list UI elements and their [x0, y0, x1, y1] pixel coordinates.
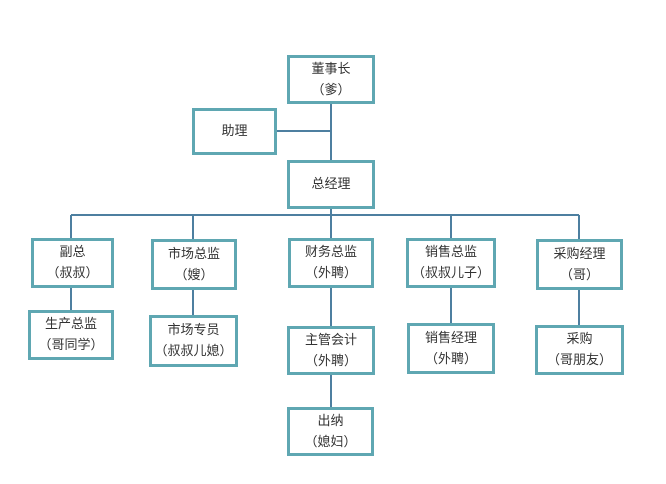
node-purchaser-title: 采购	[566, 332, 593, 347]
node-marketing-specialist-title: 市场专员	[167, 323, 220, 338]
node-purchasing-manager: 采购经理 （哥）	[536, 239, 623, 290]
node-general-manager-title: 总经理	[311, 177, 351, 192]
node-marketing-director-title: 市场总监	[167, 246, 220, 262]
node-deputy-note: （叔叔）	[46, 266, 99, 281]
node-chairman-title: 董事长	[311, 61, 351, 77]
node-production-director: 生产总监 （哥同学）	[28, 310, 114, 360]
node-chief-accountant: 主管会计 （外聘）	[287, 326, 375, 375]
node-purchasing-manager-title: 采购经理	[553, 246, 606, 262]
node-marketing-director: 市场总监 （嫂）	[151, 239, 237, 290]
node-cashier: 出纳 （媳妇）	[287, 407, 374, 456]
node-finance-director: 财务总监 （外聘）	[288, 238, 374, 288]
node-purchaser-note: （哥朋友）	[546, 353, 612, 368]
node-production-director-note: （哥同学）	[38, 338, 104, 353]
node-marketing-specialist-note: （叔叔儿媳）	[154, 344, 233, 359]
node-marketing-director-note: （嫂）	[174, 267, 214, 283]
node-sales-director: 销售总监 （叔叔儿子）	[406, 238, 496, 288]
node-chief-accountant-note: （外聘）	[304, 353, 357, 369]
node-cashier-title: 出纳	[317, 413, 344, 429]
node-finance-director-note: （外聘）	[304, 266, 357, 281]
node-sales-manager: 销售经理 （外聘）	[407, 323, 495, 374]
node-marketing-specialist: 市场专员 （叔叔儿媳）	[149, 315, 238, 367]
node-finance-director-title: 财务总监	[304, 245, 357, 260]
node-sales-manager-title: 销售经理	[424, 330, 477, 346]
node-chairman-note: （爹）	[311, 82, 351, 98]
node-sales-director-note: （叔叔儿子）	[411, 266, 490, 281]
node-sales-director-title: 销售总监	[424, 245, 477, 260]
node-sales-manager-note: （外聘）	[424, 351, 477, 367]
node-chairman: 董事长 （爹）	[287, 55, 375, 104]
node-assistant: 助理	[192, 108, 277, 155]
node-deputy-title: 副总	[59, 245, 86, 260]
node-assistant-title: 助理	[221, 124, 248, 139]
node-general-manager: 总经理	[287, 160, 375, 209]
node-deputy: 副总 （叔叔）	[31, 238, 114, 288]
node-cashier-note: （媳妇）	[304, 434, 357, 450]
node-purchaser: 采购 （哥朋友）	[535, 325, 624, 375]
node-purchasing-manager-note: （哥）	[559, 267, 599, 283]
node-chief-accountant-title: 主管会计	[304, 332, 357, 348]
node-production-director-title: 生产总监	[44, 317, 97, 332]
